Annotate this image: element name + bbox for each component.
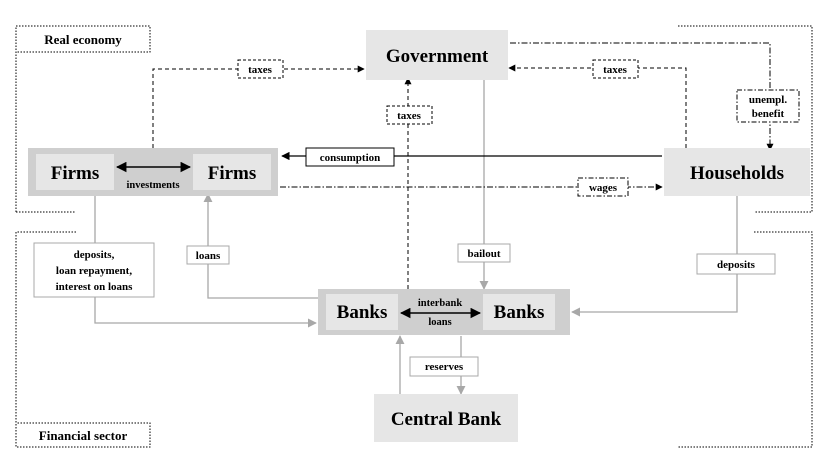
firms-left-label: Firms <box>51 163 100 184</box>
taxes-firms-box <box>237 59 284 79</box>
banks-left-node <box>326 294 398 330</box>
financial-sector-frame <box>15 231 813 448</box>
real-economy-frame <box>15 25 813 213</box>
banks-left-label: Banks <box>337 302 388 323</box>
taxes-firms-flow <box>152 65 365 148</box>
firms-left-node <box>36 154 114 190</box>
bailout-label: bailout <box>467 248 500 260</box>
unemployment-benefit-box <box>736 89 800 123</box>
taxes-households-label: taxes <box>603 64 628 76</box>
wages-label: wages <box>589 182 618 194</box>
deposits-firms-flow <box>94 196 317 328</box>
investments-label: investments <box>126 180 179 191</box>
financial-sector-label: Financial sector <box>39 428 128 443</box>
taxes-banks-label: taxes <box>397 110 422 122</box>
taxes-firms-label: taxes <box>248 64 273 76</box>
government-node <box>366 30 508 80</box>
loans-interbank-label: loans <box>428 317 451 328</box>
taxes-households-box <box>592 59 639 79</box>
firms-right-label: Firms <box>208 163 257 184</box>
deposits-firms-line3: interest on loans <box>56 281 134 293</box>
deposits-households-label: deposits <box>717 259 756 271</box>
real-economy-label: Real economy <box>44 32 122 47</box>
deposits-firms-box <box>33 242 155 298</box>
loans-flow <box>203 193 318 299</box>
deposits-households-flow <box>571 196 738 317</box>
reserves-label: reserves <box>425 361 464 373</box>
wages-box <box>577 177 629 197</box>
consumption-label: consumption <box>320 152 381 164</box>
households-label: Households <box>690 163 784 184</box>
taxes-banks-box <box>386 105 433 125</box>
households-node <box>664 148 810 196</box>
taxes-households-flow <box>508 64 687 148</box>
unemployment-benefit-flow <box>510 42 774 151</box>
central-bank-label: Central Bank <box>391 409 502 430</box>
government-label: Government <box>386 46 489 67</box>
banks-right-label: Banks <box>494 302 545 323</box>
interbank-label: interbank <box>418 298 463 309</box>
benefit-label: benefit <box>752 108 785 120</box>
banks-right-node <box>483 294 555 330</box>
loans-box <box>186 245 230 265</box>
consumption-box <box>305 147 395 167</box>
central-bank-node <box>374 394 518 442</box>
loans-label: loans <box>196 250 221 262</box>
deposits-firms-line1: deposits, <box>74 249 115 261</box>
deposits-firms-line2: loan repayment, <box>56 265 132 277</box>
bailout-box <box>457 243 511 263</box>
deposits-households-box <box>696 253 776 275</box>
reserves-box <box>409 356 479 377</box>
firms-right-node <box>193 154 271 190</box>
unempl-label: unempl. <box>749 94 787 106</box>
